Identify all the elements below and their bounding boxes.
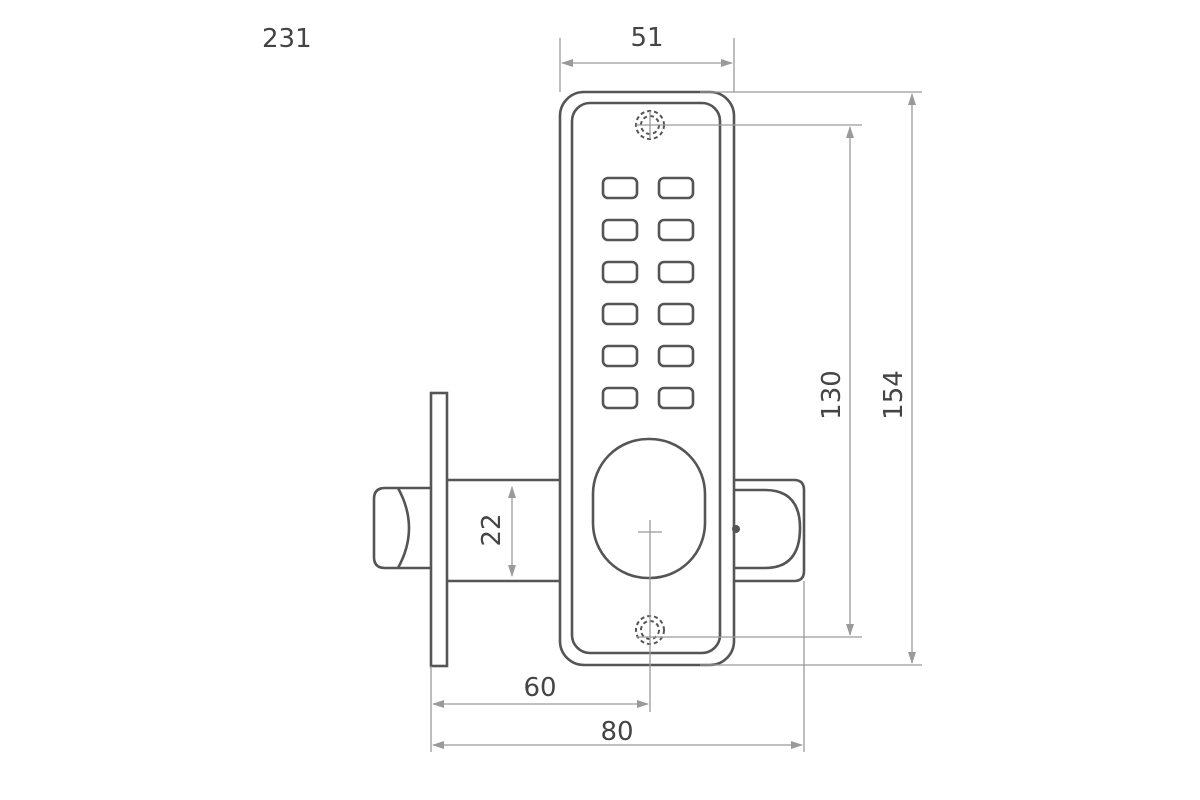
lever (734, 478, 806, 583)
outer-plate (558, 90, 736, 667)
keypad-button (601, 302, 639, 326)
keypad-button (657, 386, 695, 410)
dimension-lines (430, 38, 922, 752)
dim-height-label: 154 (879, 370, 909, 420)
dim-depth-label: 80 (600, 717, 633, 747)
keypad-button (601, 344, 639, 368)
keypad-button (657, 260, 695, 284)
dim-width-label: 51 (630, 23, 663, 53)
figure-number: 231 (262, 24, 312, 54)
latch-faceplate (429, 391, 449, 668)
inner-plate (570, 101, 722, 655)
keypad (601, 176, 695, 410)
dim-screw-spacing-label: 130 (817, 370, 847, 420)
keypad-button (657, 344, 695, 368)
latch-bolt-curve (396, 487, 411, 569)
keypad-button (657, 302, 695, 326)
latch-bolt (372, 486, 431, 570)
keypad-button (657, 218, 695, 242)
knob (591, 437, 707, 580)
dim-latch-label: 22 (477, 513, 507, 546)
dim-backset-label: 60 (523, 673, 556, 703)
keypad-button (601, 218, 639, 242)
keypad-button (601, 260, 639, 284)
latch-body (447, 478, 560, 583)
keypad-button (601, 386, 639, 410)
keypad-button (657, 176, 695, 200)
keypad-button (601, 176, 639, 200)
lever-inner (734, 488, 802, 570)
